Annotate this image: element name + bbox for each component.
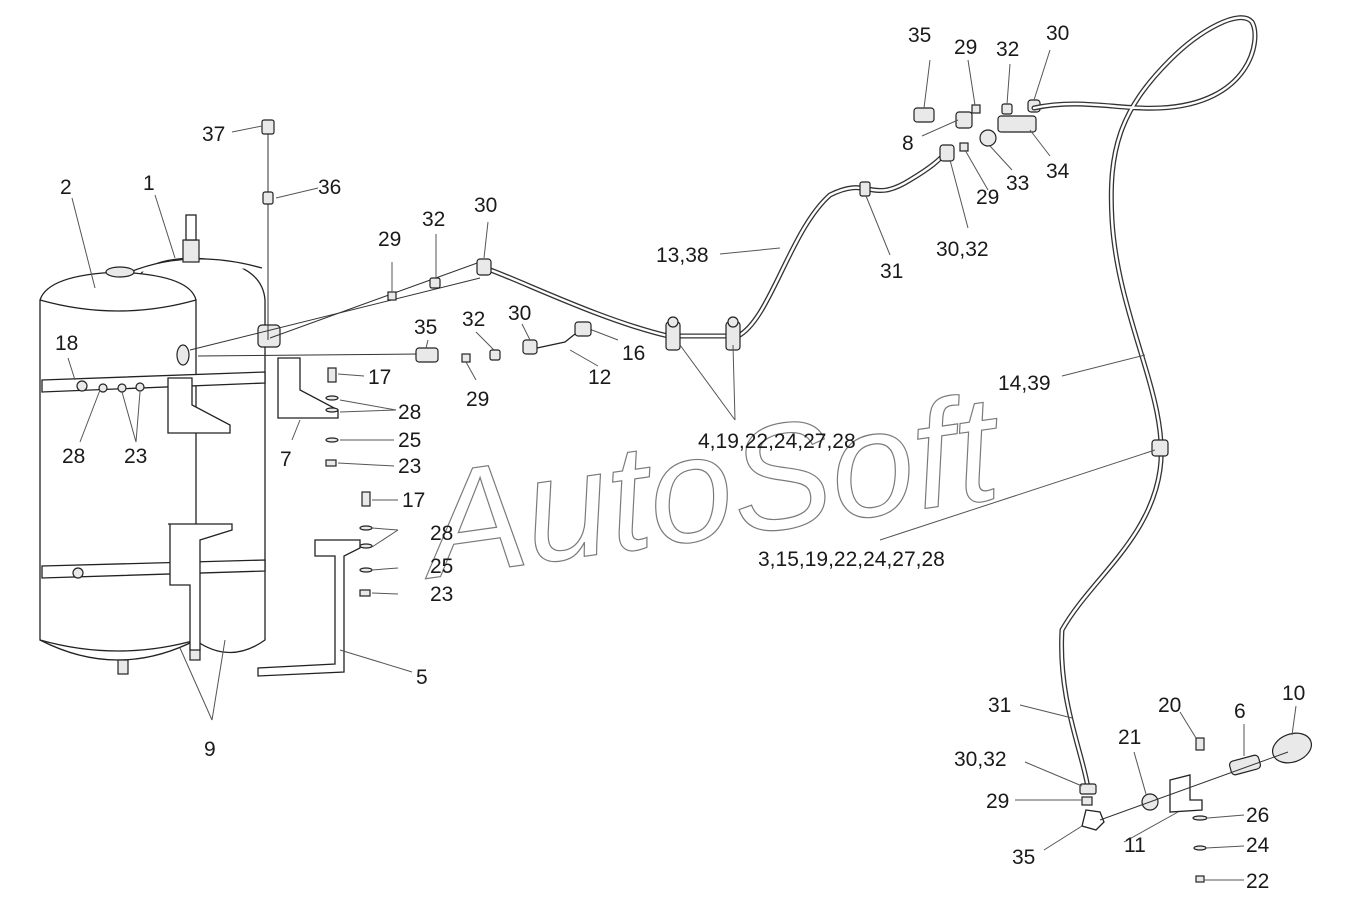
callout-23-tank: 23	[124, 445, 147, 468]
callout-28-tank: 28	[62, 445, 85, 468]
callout-30-mid: 30	[508, 302, 531, 325]
callout-32-mid: 32	[462, 308, 485, 331]
hose-13-38	[476, 144, 955, 351]
callout-37: 37	[202, 123, 225, 146]
callout-5: 5	[416, 666, 428, 689]
callout-35-top: 35	[908, 24, 931, 47]
callout-28-upper: 28	[398, 401, 421, 424]
callout-29-top: 29	[954, 36, 977, 59]
callout-12: 12	[588, 366, 611, 389]
callout-31-upper: 31	[880, 260, 903, 283]
callout-14-39: 14,39	[998, 372, 1051, 395]
callout-24: 24	[1246, 834, 1270, 857]
callout-32-top: 32	[996, 38, 1019, 61]
callout-17-upper: 17	[368, 366, 391, 389]
callout-30-top: 30	[1046, 22, 1069, 45]
callout-29-center: 29	[378, 228, 401, 251]
callout-16: 16	[622, 342, 645, 365]
callout-33: 33	[1006, 172, 1029, 195]
callout-labels: 1 2 37 36 18 28 23 7 17 28 25 23 17 28 2…	[55, 22, 1305, 893]
callout-32-center: 32	[422, 208, 445, 231]
callout-30-32-lower: 30,32	[954, 748, 1007, 771]
callout-23-lower: 23	[430, 583, 453, 606]
callout-8: 8	[902, 132, 914, 155]
callout-29-mid: 29	[466, 388, 489, 411]
callout-22: 22	[1246, 870, 1269, 893]
callout-17-lower: 17	[402, 489, 425, 512]
callout-4-group: 4,19,22,24,27,28	[698, 430, 856, 453]
callout-20: 20	[1158, 694, 1181, 717]
callout-11: 11	[1124, 834, 1146, 857]
watermark: AutoSoft	[406, 362, 1012, 610]
callout-13-38: 13,38	[656, 244, 709, 267]
center-fittings	[387, 277, 592, 363]
callout-35-center: 35	[414, 316, 437, 339]
bolts-washers	[325, 367, 373, 597]
callout-28-lower: 28	[430, 522, 453, 545]
callout-36: 36	[318, 176, 341, 199]
callout-30-center: 30	[474, 194, 497, 217]
callout-6: 6	[1234, 700, 1246, 723]
callout-23-upper: 23	[398, 455, 421, 478]
fittings-36-37	[261, 119, 275, 340]
bottom-right-parts	[1099, 732, 1312, 883]
callout-21: 21	[1118, 726, 1141, 749]
callout-30-32-upper: 30,32	[936, 238, 989, 261]
callout-29-lower: 29	[986, 790, 1009, 813]
hose-14-39	[1031, 15, 1258, 831]
callout-25-lower: 25	[430, 555, 453, 578]
callout-25-upper: 25	[398, 429, 421, 452]
top-valve-assembly	[913, 99, 1041, 152]
callout-35-lower: 35	[1012, 846, 1035, 869]
callout-2: 2	[60, 176, 72, 199]
callout-34: 34	[1046, 160, 1070, 183]
callout-31-lower: 31	[988, 694, 1011, 717]
callout-26: 26	[1246, 804, 1269, 827]
leader-lines	[67, 49, 1297, 881]
callout-18: 18	[55, 332, 78, 355]
callout-10: 10	[1282, 682, 1305, 705]
callout-9: 9	[204, 738, 216, 761]
air-tanks	[39, 214, 281, 675]
callout-7: 7	[280, 448, 292, 471]
callout-29-valve: 29	[976, 186, 999, 209]
bracket-5	[257, 539, 361, 677]
callout-1: 1	[143, 172, 155, 195]
callout-3-group: 3,15,19,22,24,27,28	[758, 548, 945, 571]
